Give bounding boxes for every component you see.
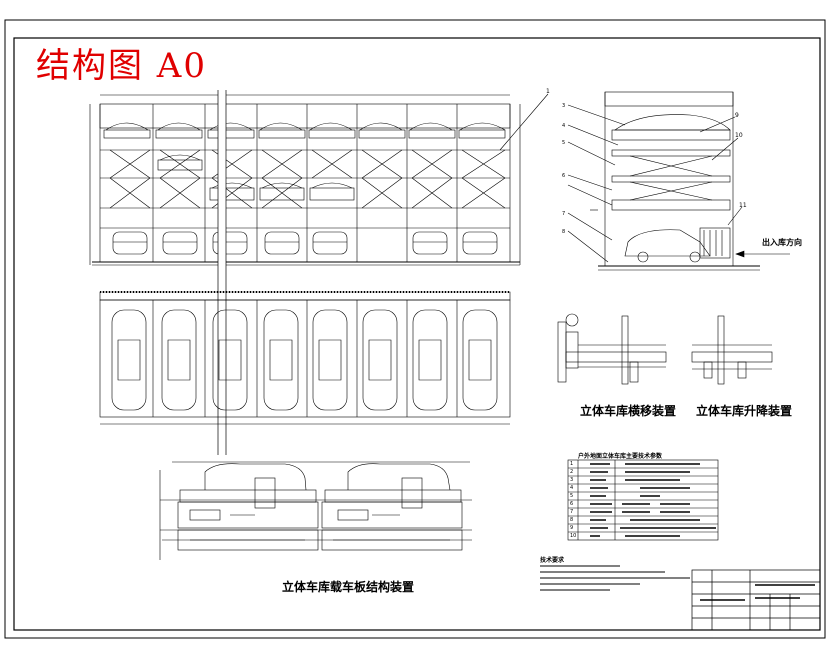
callout-1: 1 (546, 88, 550, 95)
callout-4: 4 (562, 123, 565, 129)
entry-direction-label: 出入库方向 (762, 237, 802, 247)
callout-6: 6 (562, 173, 565, 179)
table-row-number: 6 (570, 501, 574, 507)
callout-5: 5 (562, 140, 565, 146)
table-row-number: 9 (570, 525, 574, 531)
table-row-number: 8 (570, 517, 574, 523)
lift-device-caption: 立体车库升降装置 (696, 404, 793, 418)
technical-notes (540, 565, 690, 591)
callout-7: 7 (562, 211, 565, 217)
params-table (567, 459, 719, 541)
callout-11: 11 (739, 202, 747, 209)
table-row-number: 1 (570, 461, 574, 467)
callout-9: 9 (735, 112, 739, 119)
inner-border (13, 37, 821, 631)
plan-view (99, 291, 511, 425)
table-row-number: 10 (570, 533, 577, 539)
lift-device-view (691, 315, 773, 385)
traverse-device-caption: 立体车库横移装置 (580, 404, 677, 418)
table-row-number: 2 (570, 469, 574, 475)
notes-title: 技术要求 (540, 557, 565, 564)
traverse-device-view (557, 313, 667, 385)
table-row-number: 4 (570, 485, 574, 491)
pallet-structure-caption: 立体车库载车板结构装置 (282, 580, 415, 594)
params-table-title: 户外地面立体车库主要技术参数 (578, 453, 663, 460)
table-row-number: 7 (570, 509, 574, 515)
table-row-number: 3 (570, 477, 574, 483)
view-break-band (218, 90, 226, 455)
pallet-structure-view (159, 461, 472, 560)
callout-8: 8 (562, 229, 565, 235)
callout-3: 3 (562, 103, 565, 109)
outer-border (4, 19, 826, 639)
title-block (691, 569, 821, 631)
front-elevation-view (89, 94, 521, 266)
drawing-title: 结构图 A0 (36, 46, 207, 86)
table-row-number: 5 (570, 493, 574, 499)
callout-10: 10 (735, 132, 743, 139)
side-elevation-view (499, 91, 790, 271)
